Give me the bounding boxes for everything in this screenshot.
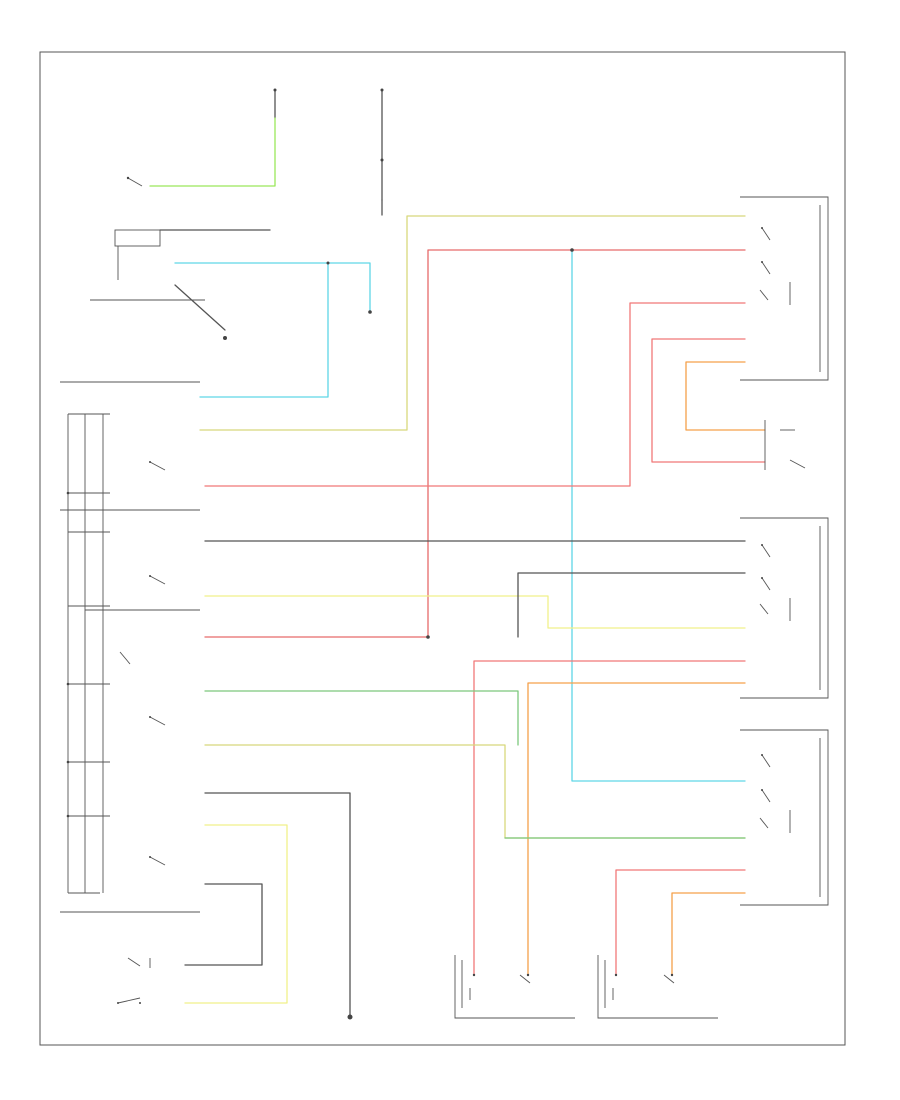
diagram-frame <box>39 51 846 1046</box>
wire-yellow-orange-lr <box>527 682 746 976</box>
fuse-area <box>273 88 384 216</box>
wire-red-yellow-rr <box>651 338 766 463</box>
wire-red-rf <box>615 869 746 976</box>
wire-light-blue-long <box>571 249 746 782</box>
wire-black-ground <box>204 792 351 1016</box>
relay-icon <box>90 229 205 301</box>
switch-icon <box>117 957 151 1004</box>
wire-black-white <box>517 572 746 638</box>
left-rear-window-switch <box>740 517 829 699</box>
wire-light-blue-b <box>199 262 329 398</box>
switch-icon <box>119 461 166 866</box>
wire-light-blue-a <box>174 262 371 313</box>
wire-light-green <box>149 117 276 187</box>
wire-black-bottom <box>184 883 263 966</box>
ground-icon <box>347 1014 353 1020</box>
right-rear-window-switch <box>740 196 829 381</box>
wire-orange-rf <box>671 892 746 976</box>
wire-green <box>204 690 519 746</box>
wire-yellow-red-rr <box>685 361 766 431</box>
switch-icon <box>126 176 143 187</box>
wire-yellow-bottom <box>184 824 288 1004</box>
master-switch-bus <box>66 413 110 894</box>
right-front-window-motor <box>597 955 718 1019</box>
wire-green-b <box>204 744 746 839</box>
wire-yellow-lightblue <box>204 595 746 629</box>
wire-yellow-black-top <box>199 215 746 431</box>
right-rear-window-motor <box>764 420 806 470</box>
wire-red-black-lr <box>473 660 746 976</box>
wire-red-black-main <box>204 249 746 638</box>
right-front-window-switch <box>740 729 829 906</box>
wire-red-green <box>204 302 746 487</box>
left-front-window-motor <box>454 955 575 1019</box>
